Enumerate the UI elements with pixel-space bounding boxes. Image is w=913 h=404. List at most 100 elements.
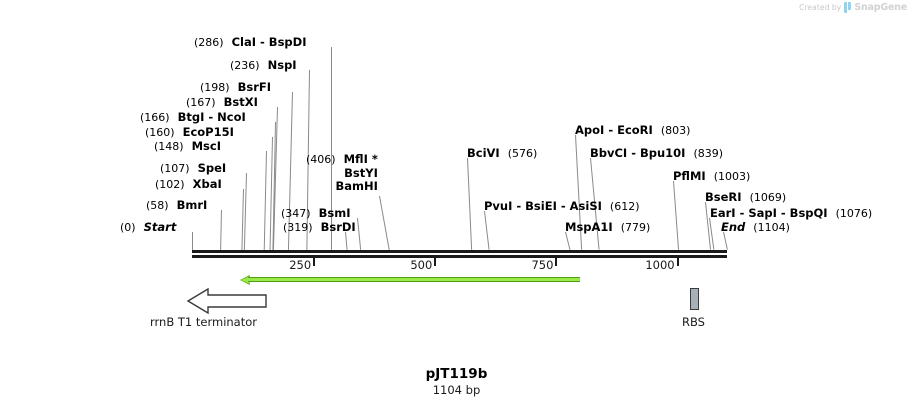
- site-name: BtgI - NcoI: [177, 110, 246, 124]
- ruler-bar-lower: [192, 255, 727, 258]
- orf-arrow-shaft: [248, 277, 580, 282]
- leader-line-bsrdi: [345, 231, 348, 251]
- leader-line-bcivi: [467, 157, 473, 251]
- leader-line-end: [723, 231, 728, 251]
- site-label-line: (102) XbaI: [155, 177, 222, 192]
- site-label-line: (0) Start: [120, 220, 177, 235]
- site-label-spei[interactable]: (107) SpeI: [160, 161, 226, 176]
- site-label-line: (148) MscI: [154, 139, 221, 154]
- site-position: (1076): [835, 207, 873, 220]
- site-position: (779): [620, 221, 651, 234]
- site-label-eari_sapi_bspqi[interactable]: EarI - SapI - BspQI (1076): [710, 206, 873, 221]
- site-label-bstxi[interactable]: (167) BstXI: [186, 95, 258, 110]
- site-label-bbvci_bpu10i[interactable]: BbvCI - Bpu10I (839): [590, 146, 724, 161]
- rrnb-t1-terminator-arrow[interactable]: [186, 285, 268, 317]
- watermark-brand: SnapGene: [854, 2, 907, 13]
- rrnb-t1-terminator-label: rrnB T1 terminator: [150, 315, 257, 329]
- site-name: MspA1I: [565, 220, 613, 234]
- site-name: BsrFI: [237, 80, 272, 94]
- site-name: BsrDI: [320, 220, 356, 234]
- site-label-apoi_ecori[interactable]: ApoI - EcoRI (803): [575, 123, 691, 138]
- orf-arrow-head: [240, 275, 250, 284]
- site-label-line: MspA1I (779): [565, 220, 651, 235]
- site-label-pvui_bsiei_asisi[interactable]: PvuI - BsiEI - AsiSI (612): [484, 199, 640, 214]
- site-label-line: PvuI - BsiEI - AsiSI (612): [484, 199, 640, 214]
- site-label-msci[interactable]: (148) MscI: [154, 139, 221, 154]
- site-label-line: End (1104): [721, 220, 790, 235]
- orf-arrow-feature[interactable]: [240, 275, 580, 285]
- ruler-tick: [555, 258, 558, 266]
- leader-line-mspa1i: [565, 231, 571, 251]
- site-label-line: (107) SpeI: [160, 161, 226, 176]
- site-name: NspI: [267, 58, 297, 72]
- site-position: (576): [507, 147, 538, 160]
- ruler-tick: [313, 258, 316, 266]
- site-name: BmrI: [176, 198, 208, 212]
- site-label-line: (160) EcoP15I: [145, 125, 234, 140]
- site-label-line: (406) MflI *: [306, 152, 378, 167]
- leader-line-bsmi: [357, 217, 362, 251]
- site-label-end[interactable]: End (1104): [721, 220, 790, 235]
- site-label-bseri[interactable]: BseRI (1069): [705, 190, 786, 205]
- site-position: (148): [154, 140, 184, 153]
- site-label-line: (198) BsrFI: [200, 80, 272, 95]
- leader-line-start: [192, 232, 193, 250]
- site-position: (166): [140, 111, 170, 124]
- site-label-bsrdi[interactable]: (319) BsrDI: [283, 220, 356, 235]
- site-label-line: (286) ClaI - BspDI: [194, 35, 307, 50]
- site-position: (107): [160, 162, 190, 175]
- site-name: PflMI: [673, 169, 706, 183]
- site-position: (406): [306, 153, 336, 166]
- site-position: (286): [194, 36, 224, 49]
- site-name: ClaI - BspDI: [231, 35, 307, 49]
- site-name: End: [721, 220, 746, 234]
- plasmid-name-title: pJT119b: [425, 366, 488, 382]
- site-position: (839): [693, 147, 724, 160]
- site-label-line: BamHI: [335, 179, 378, 193]
- site-name: BsmI: [318, 206, 351, 220]
- site-label-nspi[interactable]: (236) NspI: [230, 58, 297, 73]
- site-name: EcoP15I: [182, 125, 234, 139]
- site-label-xbai[interactable]: (102) XbaI: [155, 177, 222, 192]
- site-label-ecop15i[interactable]: (160) EcoP15I: [145, 125, 234, 140]
- rbs-label: RBS: [682, 315, 705, 329]
- site-label-bsrfi[interactable]: (198) BsrFI: [200, 80, 272, 95]
- leader-line-clai_bspdi: [331, 47, 332, 250]
- ruler-tick-label: 1000: [645, 258, 675, 272]
- ruler-tick-label: 250: [289, 258, 312, 272]
- site-label-clai_bspdi[interactable]: (286) ClaI - BspDI: [194, 35, 307, 50]
- site-label-bcivi[interactable]: BciVI (576): [467, 146, 538, 161]
- site-position: (167): [186, 96, 216, 109]
- site-label-start[interactable]: (0) Start: [120, 220, 177, 235]
- site-position: (347): [281, 207, 311, 220]
- leader-line-spei: [243, 172, 247, 250]
- ruler-tick-label: 750: [531, 258, 554, 272]
- site-position: (1003): [713, 170, 751, 183]
- site-name: Start: [143, 220, 177, 234]
- site-label-pflmi[interactable]: PflMI (1003): [673, 169, 751, 184]
- site-label-line: PflMI (1003): [673, 169, 751, 184]
- site-position: (160): [145, 126, 175, 139]
- site-label-line: BstYI: [344, 165, 378, 180]
- site-label-mspa1i[interactable]: MspA1I (779): [565, 220, 651, 235]
- site-name: MscI: [191, 139, 221, 153]
- site-name: MflI *: [343, 152, 378, 166]
- site-label-line: BciVI (576): [467, 146, 538, 161]
- site-position: (58): [146, 199, 169, 212]
- site-position: (612): [609, 200, 640, 213]
- site-label-bsmi[interactable]: (347) BsmI: [281, 206, 351, 221]
- ruler-tick: [676, 258, 679, 266]
- site-name: PvuI - BsiEI - AsiSI: [484, 199, 602, 213]
- snapgene-watermark: Created by SnapGene: [799, 2, 907, 13]
- site-position: (803): [660, 124, 691, 137]
- plasmid-size-label: 1104 bp: [432, 383, 481, 397]
- site-label-line: (319) BsrDI: [283, 220, 356, 235]
- site-label-bmri[interactable]: (58) BmrI: [146, 198, 208, 213]
- site-label-btgi_ncoi[interactable]: (166) BtgI - NcoI: [140, 110, 246, 125]
- site-position: (102): [155, 178, 185, 191]
- rbs-feature-box[interactable]: [690, 288, 699, 310]
- ruler-bar-upper: [192, 250, 727, 253]
- leader-line-pflmi: [673, 180, 680, 251]
- site-position: (1104): [753, 221, 790, 234]
